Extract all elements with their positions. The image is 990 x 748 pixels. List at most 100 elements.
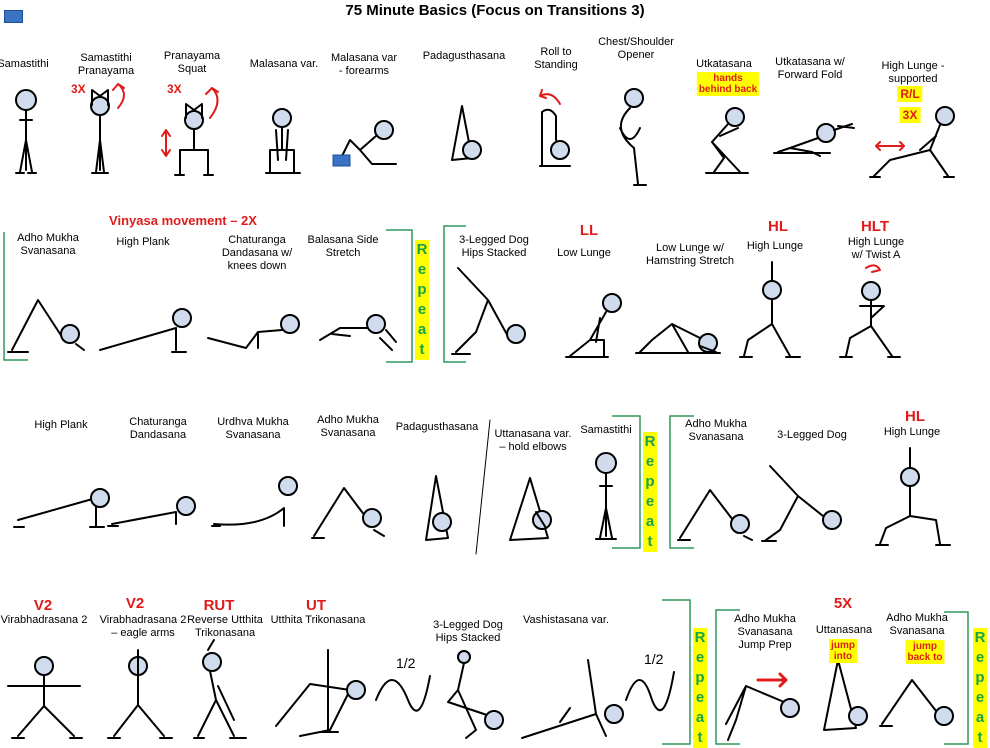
figure-high-lunge-1 <box>739 261 801 358</box>
repeat-letter: e <box>975 689 985 706</box>
figure-virabhadrasana-2 <box>7 656 83 739</box>
pose-label-padagusthasana: Padagusthasana <box>422 50 506 62</box>
figure-high-lunge-supported <box>869 106 955 178</box>
figure-low-lunge <box>565 293 622 358</box>
pose-label-virabhadrasana-2: Virabhadrasana 2 <box>0 614 88 626</box>
roll-arrow <box>539 89 561 105</box>
figure-urdhva-mukha <box>211 476 298 527</box>
bracket-5-right <box>662 599 691 745</box>
pose-label-samastithi-pranayama: Samastithi Pranayama <box>77 52 135 77</box>
repeat-letter: a <box>975 709 985 726</box>
pose-label-reverse-utthita: Reverse Utthita Trikonasana <box>187 614 263 639</box>
repeat-letter: t <box>647 533 653 550</box>
block-prop <box>332 154 351 167</box>
figure-malasana <box>265 108 301 174</box>
figure-uttanasana-var <box>509 477 552 541</box>
pose-label-utthita-trikonasana: Utthita Trikonasana <box>270 614 366 626</box>
repeat-letter: p <box>645 473 655 490</box>
twist-arrow <box>865 264 881 273</box>
figure-adho-mukha-4 <box>879 679 954 727</box>
pose-tag-2: HLT <box>860 218 890 235</box>
pose-tag-3: HL <box>905 408 925 425</box>
figure-chaturanga-knees <box>207 314 300 349</box>
leftright-arrow <box>875 141 905 151</box>
figure-high-lunge-twist <box>839 281 901 358</box>
bracket-7-right <box>944 611 969 745</box>
figure-high-lunge-2 <box>875 447 951 546</box>
pose-label-vashistasana-var: Vashistasana var. <box>522 614 610 626</box>
pose-label-high-lunge-2: High Lunge <box>883 426 941 438</box>
figure-reverse-utthita <box>193 639 247 739</box>
pose-label-chaturanga-knees: Chaturanga Dandasana w/ knees down <box>221 234 293 272</box>
pose-label-padagusthasana-2: Padagusthasana <box>395 421 479 433</box>
repeat-letter: t <box>977 729 983 746</box>
circle-arrow-2 <box>205 87 219 119</box>
updown-arrow <box>161 129 171 157</box>
bracket-3-right <box>612 415 641 549</box>
figure-roll-to-standing <box>539 108 571 167</box>
repeat-letter: p <box>417 281 427 298</box>
figure-balasana <box>319 314 397 351</box>
circle-arrow-1 <box>112 83 125 109</box>
bracket-1-left <box>3 232 28 361</box>
pose-label-samastithi: Samastithi <box>0 58 49 70</box>
figure-samastithi-pranayama <box>90 89 110 174</box>
pose-label-virabhadrasana-2-eagle: Virabhadrasana 2 – eagle arms <box>99 614 187 639</box>
fraction-0: 1/2 <box>396 655 416 671</box>
repeat-letter: R <box>644 433 656 450</box>
figure-samastithi <box>15 89 37 174</box>
figure-adho-mukha-1 <box>7 299 85 353</box>
repeat-letter: e <box>417 301 427 318</box>
highlight-note-1: jump into <box>829 639 857 663</box>
figure-utkatasana <box>705 107 749 174</box>
pose-label-adho-mukha-svanasana-1: Adho Mukha Svanasana <box>17 232 79 257</box>
highlight-note-2: jump back to <box>905 640 945 664</box>
pose-label-three-legged-dog-hips: 3-Legged Dog Hips Stacked <box>459 234 529 259</box>
pose-tag-4: V2 <box>33 597 53 614</box>
pose-label-high-lunge-twist: High Lunge w/ Twist A <box>847 236 905 261</box>
pose-label-chest-shoulder-opener: Chest/Shoulder Opener <box>598 36 674 61</box>
pose-tag-6: RUT <box>203 597 235 614</box>
figure-uttanasana <box>823 659 868 731</box>
pose-label-high-plank-2: High Plank <box>34 419 88 431</box>
pose-label-roll-to-standing: Roll to Standing <box>534 46 578 71</box>
repeat-letter: e <box>695 689 705 706</box>
figure-high-plank-2 <box>13 488 110 528</box>
forward-arrow <box>756 672 788 688</box>
pose-label-three-legged-dog-hips-2: 3-Legged Dog Hips Stacked <box>433 619 503 644</box>
repeat-letter: e <box>975 649 985 666</box>
pose-label-utkatasana-forward-fold: Utkatasana w/ Forward Fold <box>775 56 845 81</box>
pose-label-high-lunge-supported: High Lunge - supported <box>881 60 945 85</box>
figure-utkatasana-fold <box>773 123 855 157</box>
repeat-letter: a <box>417 321 427 338</box>
figure-jump-prep <box>725 685 800 741</box>
pose-label-balasana-side-stretch: Balasana Side Stretch <box>307 234 379 259</box>
figure-three-legged-dog <box>761 465 842 542</box>
repeat-letter: e <box>645 493 655 510</box>
figure-utthita-trikonasana <box>275 649 366 737</box>
bracket-1-right <box>386 229 413 363</box>
figure-three-legged-hips <box>451 267 526 355</box>
pose-label-urdhva-mukha: Urdhva Mukha Svanasana <box>217 416 289 441</box>
bracket-4-left <box>669 415 694 549</box>
pose-tag-1: HL <box>768 218 788 235</box>
pose-label-three-legged-dog: 3-Legged Dog <box>777 429 847 441</box>
figure-samastithi-2 <box>595 452 617 540</box>
figure-padagusthasana-2 <box>425 475 452 541</box>
highlight-tag-0: R/L <box>897 86 923 102</box>
figure-adho-mukha-3 <box>677 489 753 541</box>
repeat-letter: t <box>419 341 425 358</box>
repeat-letter: R <box>416 241 428 258</box>
pose-label-uttanasana-var: Uttanasana var. – hold elbows <box>494 428 572 453</box>
figure-virabhadrasana-eagle <box>107 649 173 739</box>
repeat-letter: R <box>694 629 706 646</box>
pose-label-pranayama-squat: Pranayama Squat <box>163 50 221 75</box>
figure-chest-opener <box>619 88 647 186</box>
highlight-tag-1: 3X <box>899 107 921 123</box>
pose-label-high-plank-1: High Plank <box>116 236 170 248</box>
repeat-letter: e <box>695 649 705 666</box>
corner-marker <box>4 10 23 23</box>
